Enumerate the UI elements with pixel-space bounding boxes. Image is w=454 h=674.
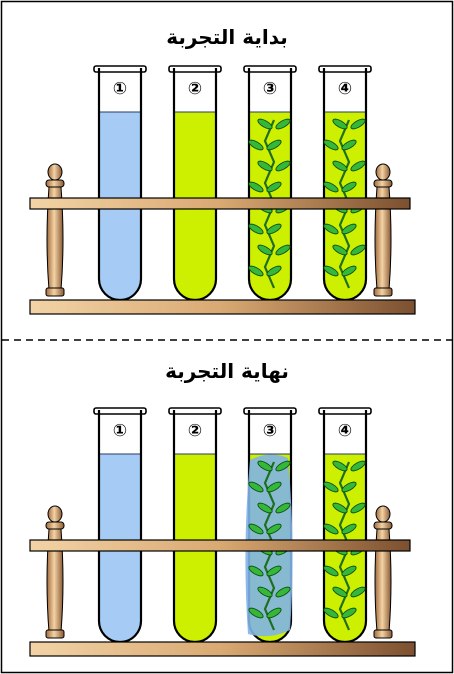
rack-crossbar bbox=[29, 539, 411, 552]
test-tube: ④ bbox=[318, 407, 372, 644]
tube-number: ③ bbox=[263, 79, 277, 99]
panel-end: نهاية التجربة ① ② ③ ④ bbox=[29, 359, 416, 657]
test-tube: ① bbox=[93, 407, 147, 644]
test-tube: ③ bbox=[243, 407, 297, 644]
test-tube: ③ bbox=[243, 65, 297, 302]
test-tube: ② bbox=[168, 407, 222, 644]
rack-crossbar bbox=[29, 197, 411, 210]
aquatic-plant-icon bbox=[248, 118, 291, 289]
tube-number: ② bbox=[188, 79, 202, 99]
panel-title: بداية التجربة bbox=[166, 25, 288, 49]
tube-number: ② bbox=[188, 421, 202, 441]
panel-start: بداية التجربة ① ② ③ ④ bbox=[29, 25, 416, 315]
panel-title: نهاية التجربة bbox=[165, 359, 289, 383]
tube-number: ① bbox=[113, 79, 127, 99]
rack-post bbox=[373, 163, 393, 297]
tube-number: ④ bbox=[338, 79, 352, 99]
tube-number: ④ bbox=[338, 421, 352, 441]
rack-base bbox=[29, 641, 416, 657]
tube-number: ① bbox=[113, 421, 127, 441]
rack-post bbox=[45, 163, 65, 297]
test-tube: ① bbox=[93, 65, 147, 302]
rack-post bbox=[45, 505, 65, 639]
rack-base bbox=[29, 299, 416, 315]
tube-number: ③ bbox=[263, 421, 277, 441]
test-tube: ② bbox=[168, 65, 222, 302]
rack-post bbox=[373, 505, 393, 639]
test-tube: ④ bbox=[318, 65, 372, 302]
